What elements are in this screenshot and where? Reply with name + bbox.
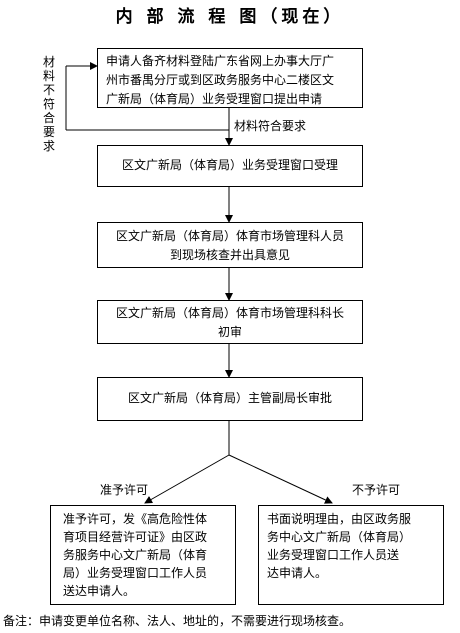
incomplete-label: 材料不符合要求 [42, 55, 55, 153]
deny-line: 达申请人。 [267, 566, 328, 580]
grant-line: 准予许可，发《高危险性体 [63, 512, 208, 526]
approve-box: 区文广新局（体育局）主管副局长审批 [97, 377, 363, 421]
deny-label: 不予许可 [352, 483, 401, 497]
grant-line: 局）业务受理窗口工作人员 [63, 566, 208, 580]
complete-label: 材料符合要求 [234, 119, 307, 133]
review-line: 初审 [217, 325, 242, 339]
deny-line: 书面说明理由，由区政务服 [267, 512, 412, 526]
apply-line: 州市番禺分厅或到区政务服务中心二楼区文 [106, 73, 335, 87]
apply-line: 广新局（体育局）业务受理窗口提出申请 [106, 92, 323, 106]
accept-text: 区文广新局（体育局）业务受理窗口受理 [121, 158, 338, 172]
deny-line: 务中心文广新局（体育局） [267, 530, 412, 544]
grant-line: 送达申请人。 [63, 584, 136, 598]
accept-box: 区文广新局（体育局）业务受理窗口受理 [97, 145, 363, 187]
review-line: 区文广新局（体育局）体育市场管理科科长 [115, 306, 344, 320]
inspect-line: 到现场核查并出具意见 [169, 248, 290, 262]
apply-line: 申请人备齐材料登陆广东省网上办事大厅广 [106, 54, 335, 68]
footnote: 备注：申请变更单位名称、法人、地址的，不需要进行现场核查。 [3, 614, 352, 628]
review-box: 区文广新局（体育局）体育市场管理科科长 初审 [97, 300, 363, 344]
deny-line: 业务受理窗口工作人员送 [267, 548, 400, 562]
grant-box: 准予许可，发《高危险性体 育项目经营许可证》由区政 务服务中心文广新局（体育 局… [50, 505, 236, 605]
grant-line: 育项目经营许可证》由区政 [63, 530, 208, 544]
grant-line: 务服务中心文广新局（体育 [63, 548, 208, 562]
deny-box: 书面说明理由，由区政务服 务中心文广新局（体育局） 业务受理窗口工作人员送 达申… [258, 505, 444, 605]
inspect-box: 区文广新局（体育局）体育市场管理科人员 到现场核查并出具意见 [97, 222, 363, 268]
grant-label: 准予许可 [100, 483, 149, 497]
diagram-title: 内 部 流 程 图（现在） [115, 7, 345, 27]
inspect-line: 区文广新局（体育局）体育市场管理科人员 [115, 229, 344, 243]
apply-box: 申请人备齐材料登陆广东省网上办事大厅广 州市番禺分厅或到区政务服务中心二楼区文 … [97, 48, 363, 108]
approve-text: 区文广新局（体育局）主管副局长审批 [127, 391, 332, 405]
